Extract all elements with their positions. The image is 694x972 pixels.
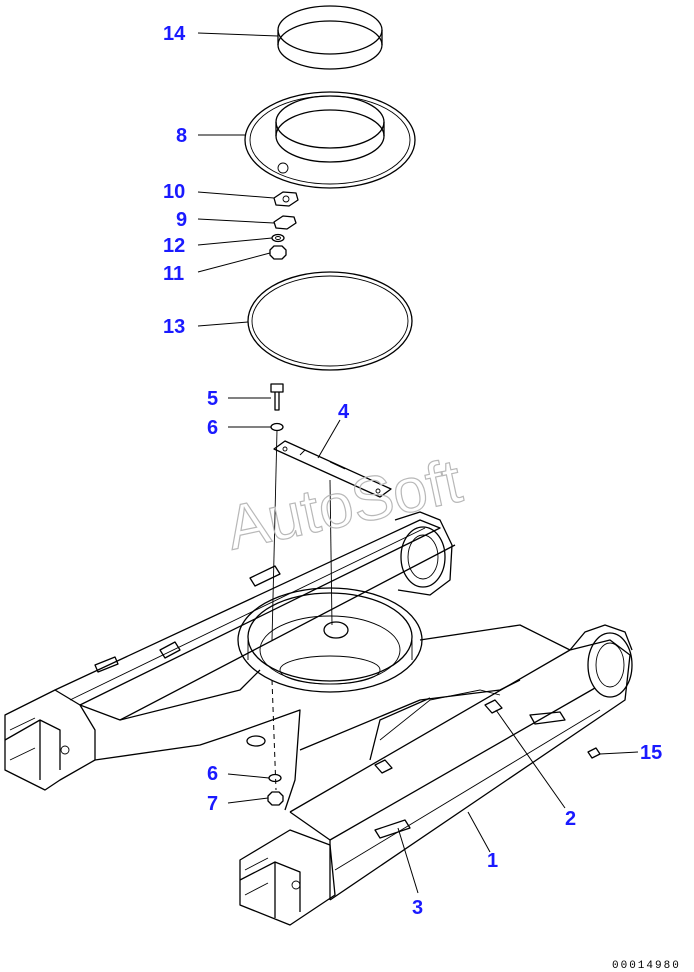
center-line-lower bbox=[271, 679, 277, 791]
part-7-nut bbox=[267, 791, 284, 806]
part-12-washer bbox=[271, 233, 285, 243]
part-9-gasket bbox=[273, 215, 297, 230]
part-15-plug bbox=[587, 747, 601, 759]
part-5-bolt bbox=[270, 383, 284, 411]
callout-8: 8 bbox=[176, 125, 187, 147]
callout-4: 4 bbox=[338, 401, 350, 423]
callout-11: 11 bbox=[163, 263, 184, 285]
callout-3: 3 bbox=[412, 897, 423, 919]
part-14-ring bbox=[277, 5, 383, 70]
callout-10: 10 bbox=[163, 181, 185, 203]
part-10-plate bbox=[273, 191, 299, 207]
callout-1: 1 bbox=[487, 850, 498, 872]
center-line-bracket bbox=[329, 479, 333, 626]
callout-14: 14 bbox=[163, 23, 186, 45]
part-8-cover bbox=[244, 91, 416, 189]
callout-5: 5 bbox=[207, 388, 218, 410]
part-1-track-frame bbox=[4, 511, 633, 926]
watermark: AutoSoft bbox=[221, 447, 468, 564]
part-13-seal-ring bbox=[247, 271, 413, 371]
callout-12: 12 bbox=[163, 235, 185, 257]
part-6-washer-lower bbox=[268, 773, 282, 783]
callout-2: 2 bbox=[565, 808, 576, 830]
callout-7: 7 bbox=[207, 793, 218, 815]
document-number: 00014980 bbox=[612, 960, 681, 972]
callout-15: 15 bbox=[640, 742, 662, 764]
callout-13: 13 bbox=[163, 316, 185, 338]
callout-9: 9 bbox=[176, 209, 187, 231]
callout-labels: 14 8 10 9 12 11 13 5 6 4 15 2 6 7 1 3 bbox=[163, 23, 662, 919]
part-6-washer-upper bbox=[270, 422, 284, 432]
callout-6-lower: 6 bbox=[207, 763, 218, 785]
leader-lines bbox=[197, 32, 639, 894]
part-4-bracket bbox=[273, 440, 392, 498]
callout-6-upper: 6 bbox=[207, 417, 218, 439]
part-11-nut bbox=[269, 245, 287, 260]
